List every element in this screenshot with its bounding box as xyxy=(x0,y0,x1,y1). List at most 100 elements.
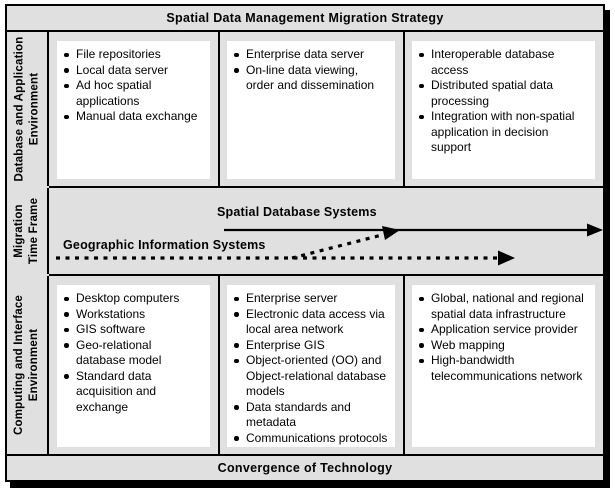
list-item: File repositories xyxy=(63,47,204,63)
list-item: Enterprise GIS xyxy=(233,338,389,354)
bullet-dot xyxy=(64,343,69,348)
panel-computing-stage-2: Enterprise server Electronic data access… xyxy=(227,285,395,447)
column-divider-2 xyxy=(403,276,405,454)
bullet-dot xyxy=(419,52,424,57)
panel-computing-stage-1: Desktop computers Workstations GIS softw… xyxy=(57,285,210,447)
migration-arrows xyxy=(56,223,603,266)
bullet-list: Global, national and regional spatial da… xyxy=(412,285,595,384)
panel-computing-stage-3: Global, national and regional spatial da… xyxy=(412,285,595,447)
footer-title: Convergence of Technology xyxy=(217,461,393,475)
bullet-dot xyxy=(64,114,69,119)
list-item-text: File repositories xyxy=(76,47,161,61)
list-item-text: Enterprise GIS xyxy=(246,337,325,352)
list-item: Geo-relational database model xyxy=(63,338,204,369)
list-item-text: Data standards and metadata xyxy=(246,399,351,430)
list-item-text: Integration with non-spatial application… xyxy=(431,109,575,154)
arrow-spatial-database-systems xyxy=(224,223,603,237)
row-separator-2 xyxy=(49,274,603,276)
list-item: Web mapping xyxy=(418,338,589,354)
axis-label-line2: Environment xyxy=(28,328,40,402)
bullet-dot xyxy=(64,312,69,317)
bullet-dot xyxy=(64,327,69,332)
list-item-text: Standard data acquisition and exchange xyxy=(76,368,157,414)
list-item: Desktop computers xyxy=(63,291,204,307)
bullet-dot xyxy=(64,52,69,57)
list-item-text: Ad hoc spatial applications xyxy=(76,78,152,108)
bullet-dot xyxy=(234,68,239,73)
list-item: Communications protocols xyxy=(233,431,389,447)
bullet-dot xyxy=(234,296,239,301)
bullet-list: File repositories Local data server Ad h… xyxy=(57,41,210,125)
list-item-text: Enterprise data server xyxy=(246,47,365,61)
arrow-transition-diagonal xyxy=(291,226,400,260)
list-item-text: Application service provider xyxy=(431,322,578,336)
list-item: On-line data viewing, order and dissemin… xyxy=(233,63,389,94)
list-item-text: Object-oriented (OO) and Object-relation… xyxy=(246,353,387,398)
axis-label-line2: Time Frame xyxy=(28,197,41,265)
list-item-text: Local data server xyxy=(76,62,169,77)
list-item: High-bandwidth telecommunications networ… xyxy=(418,353,589,384)
axis-label-computing-interface: Computing and Interface Environment xyxy=(7,276,49,454)
list-item-text: Enterprise server xyxy=(246,291,338,305)
list-item: Integration with non-spatial application… xyxy=(418,109,589,156)
list-item: Ad hoc spatial applications xyxy=(63,78,204,109)
column-divider-1 xyxy=(218,276,220,454)
list-item-text: Distributed spatial data processing xyxy=(431,78,554,108)
bullet-dot xyxy=(419,83,424,88)
list-item: Object-oriented (OO) and Object-relation… xyxy=(233,353,389,400)
bullet-dot xyxy=(234,436,239,441)
bullet-list: Desktop computers Workstations GIS softw… xyxy=(57,285,210,415)
list-item-text: Communications protocols xyxy=(246,430,388,445)
diagram-footer-band: Convergence of Technology xyxy=(7,454,603,480)
list-item-text: Workstations xyxy=(76,306,146,321)
list-item-text: High-bandwidth telecommunications networ… xyxy=(431,353,583,383)
arrow-label-spatial-database-systems: Spatial Database Systems xyxy=(217,205,377,219)
bullet-dot xyxy=(419,343,424,348)
list-item: Enterprise data server xyxy=(233,47,389,63)
bullet-dot xyxy=(234,312,239,317)
figure-frame: Spatial Data Management Migration Strate… xyxy=(5,4,605,482)
list-item-text: Manual data exchange xyxy=(76,109,198,123)
bullet-dot xyxy=(64,296,69,301)
bullet-dot xyxy=(234,52,239,57)
list-item: Standard data acquisition and exchange xyxy=(63,369,204,416)
list-item: Local data server xyxy=(63,63,204,79)
row-database-application: File repositories Local data server Ad h… xyxy=(49,32,603,186)
bullet-dot xyxy=(64,83,69,88)
page-title: Spatial Data Management Migration Strate… xyxy=(166,11,444,25)
bullet-dot xyxy=(419,358,424,363)
panel-database-stage-1: File repositories Local data server Ad h… xyxy=(57,41,210,179)
list-item-text: Web mapping xyxy=(431,337,505,352)
bullet-list: Enterprise data server On-line data view… xyxy=(227,41,395,94)
axis-label-line2: Environment xyxy=(28,72,40,146)
list-item: Application service provider xyxy=(418,322,589,338)
list-item-text: Global, national and regional spatial da… xyxy=(431,291,584,321)
list-item: Electronic data access via local area ne… xyxy=(233,307,389,338)
column-divider-2 xyxy=(403,32,405,186)
axis-label-database-application: Database and Application Environment xyxy=(7,32,49,186)
list-item-text: Desktop computers xyxy=(76,291,180,305)
list-item-text: Electronic data access via local area ne… xyxy=(246,306,385,337)
axis-label-line1: Migration xyxy=(13,204,26,258)
axis-label-text: Database and Application Environment xyxy=(12,37,42,182)
list-item-text: On-line data viewing, order and dissemin… xyxy=(246,62,375,93)
list-item-text: GIS software xyxy=(76,322,146,336)
bullet-dot xyxy=(419,296,424,301)
list-item: GIS software xyxy=(63,322,204,338)
bullet-dot xyxy=(234,358,239,363)
row-separator-1 xyxy=(49,186,603,188)
row-computing-interface: Desktop computers Workstations GIS softw… xyxy=(49,276,603,454)
panel-database-stage-3: Interoperable database access Distribute… xyxy=(412,41,595,179)
arrow-geographic-information-systems xyxy=(56,250,515,266)
list-item: Manual data exchange xyxy=(63,109,204,125)
axis-label-text: Migration Time Frame xyxy=(12,198,42,264)
axis-label-migration-time-frame: Migration Time Frame xyxy=(7,188,49,274)
panel-database-stage-2: Enterprise data server On-line data view… xyxy=(227,41,395,179)
list-item-text: Interoperable database access xyxy=(431,47,555,77)
list-item-text: Geo-relational database model xyxy=(76,337,162,368)
axis-label-text: Computing and Interface Environment xyxy=(12,295,42,435)
axis-label-line1: Database and Application xyxy=(13,36,25,182)
list-item: Distributed spatial data processing xyxy=(418,78,589,109)
diagram-title-band: Spatial Data Management Migration Strate… xyxy=(7,6,603,32)
